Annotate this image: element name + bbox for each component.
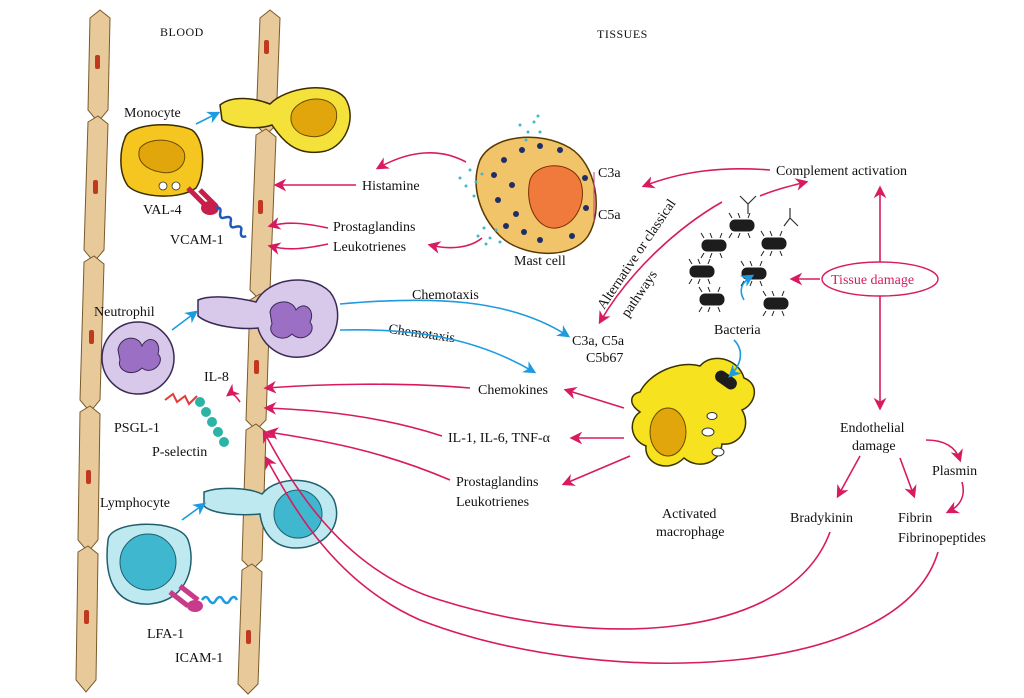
arrow-chemotaxis-1 — [339, 299, 571, 338]
arrow-bacteria-cluster — [739, 274, 755, 301]
arrow-chemotaxis-2 — [339, 328, 537, 374]
fibrin-label: Fibrin — [898, 511, 932, 526]
chemokines-label: Chemokines — [478, 383, 548, 398]
arrow-cytokines-vessel — [263, 401, 443, 437]
arrow-endothelial-fibrin — [899, 457, 917, 499]
lymphocyte-label: Lymphocyte — [100, 496, 170, 511]
monocyte-migrated — [219, 86, 351, 154]
complement-activation-label: Complement activation — [776, 164, 907, 179]
tissues-header: TISSUES — [597, 27, 648, 41]
arrow-macrophage-prostaglandins — [561, 455, 631, 486]
plasmin-label: Plasmin — [932, 464, 977, 479]
monocyte-label: Monocyte — [124, 106, 181, 121]
bacteria-label: Bacteria — [714, 323, 761, 338]
il8-label: IL-8 — [204, 370, 229, 385]
arrow-prostaglandins-vessel — [267, 217, 329, 230]
arrow-chemokines-vessel — [263, 380, 471, 394]
leukotrienes-bottom-label: Leukotrienes — [456, 495, 529, 510]
arrow-lymphocyte-migrate — [181, 502, 207, 521]
val4-label: VAL-4 — [143, 203, 182, 218]
arrow-prostaglandins-bottom-vessel — [265, 427, 451, 481]
c5b67-label: C5b67 — [586, 351, 623, 366]
arrow-bacteria-complement — [759, 178, 809, 197]
chemotaxis-1-label: Chemotaxis — [412, 288, 479, 303]
c3a-c5a-label: C3a, C5a — [572, 334, 625, 349]
endothelial-label-2: damage — [852, 439, 896, 454]
arrow-mast-histamine — [375, 152, 467, 170]
arrow-plasmin-fibrin — [945, 481, 964, 514]
psgl1-molecule — [164, 392, 198, 406]
arrow-monocyte-migrate — [195, 111, 221, 125]
lfa1-label: LFA-1 — [147, 627, 184, 642]
neutrophil-migrated — [197, 279, 339, 358]
mast-cell-granules-release — [458, 114, 542, 246]
monocyte-cell — [120, 123, 204, 197]
arrow-il8 — [225, 383, 241, 403]
activated-macrophage — [631, 357, 755, 467]
prostaglandins-bottom-label: Prostaglandins — [456, 475, 538, 490]
macrophage-label-2: macrophage — [656, 525, 724, 540]
arrow-fibrinopeptides-vessel — [264, 455, 939, 664]
neutrophil-cell — [101, 321, 175, 395]
vcam1-label: VCAM-1 — [170, 233, 224, 248]
arrow-endothelial-plasmin — [925, 439, 963, 463]
arrow-complement-mast — [641, 168, 771, 189]
vessel-wall-left — [75, 9, 111, 693]
neutrophil-label: Neutrophil — [94, 305, 155, 320]
arrow-mast-prostaglandins — [427, 237, 483, 254]
arrow-macrophage-chemokines — [563, 386, 625, 409]
arrow-neutrophil-migrate — [171, 310, 199, 331]
p-selectin-label: P-selectin — [152, 445, 207, 460]
psgl1-label: PSGL-1 — [114, 421, 160, 436]
fibrinopeptides-label: Fibrinopeptides — [898, 531, 986, 546]
arrow-endothelial-bradykinin — [836, 455, 861, 499]
prostaglandins-top-label: Prostaglandins — [333, 220, 415, 235]
mast-cell-label: Mast cell — [514, 254, 566, 269]
vcam1-molecule — [214, 206, 247, 238]
icam1-molecule — [200, 595, 239, 605]
p-selectin-molecule — [195, 397, 229, 447]
arrow-bacteria-macrophage — [728, 339, 742, 378]
val4-receptor — [186, 186, 219, 215]
icam1-label: ICAM-1 — [175, 651, 223, 666]
mast-cell — [475, 136, 597, 255]
lymphocyte-cell — [106, 523, 192, 605]
blood-header: BLOOD — [160, 25, 204, 39]
arrow-leukotrienes-vessel — [267, 242, 329, 255]
endothelial-label-1: Endothelial — [840, 421, 905, 436]
tissue-damage-label: Tissue damage — [831, 273, 914, 288]
bradykinin-label: Bradykinin — [790, 511, 853, 526]
cytokines-label: IL-1, IL-6, TNF-α — [448, 431, 551, 446]
leukotrienes-top-label: Leukotrienes — [333, 240, 406, 255]
mast-c3a-label: C3a — [598, 166, 621, 181]
macrophage-label-1: Activated — [662, 507, 716, 522]
histamine-label: Histamine — [362, 179, 420, 194]
arrow-bradykinin-vessel — [262, 429, 831, 630]
mast-c5a-label: C5a — [598, 208, 621, 223]
lfa1-receptor — [168, 584, 203, 612]
arrow-complement-c3a — [598, 201, 723, 325]
